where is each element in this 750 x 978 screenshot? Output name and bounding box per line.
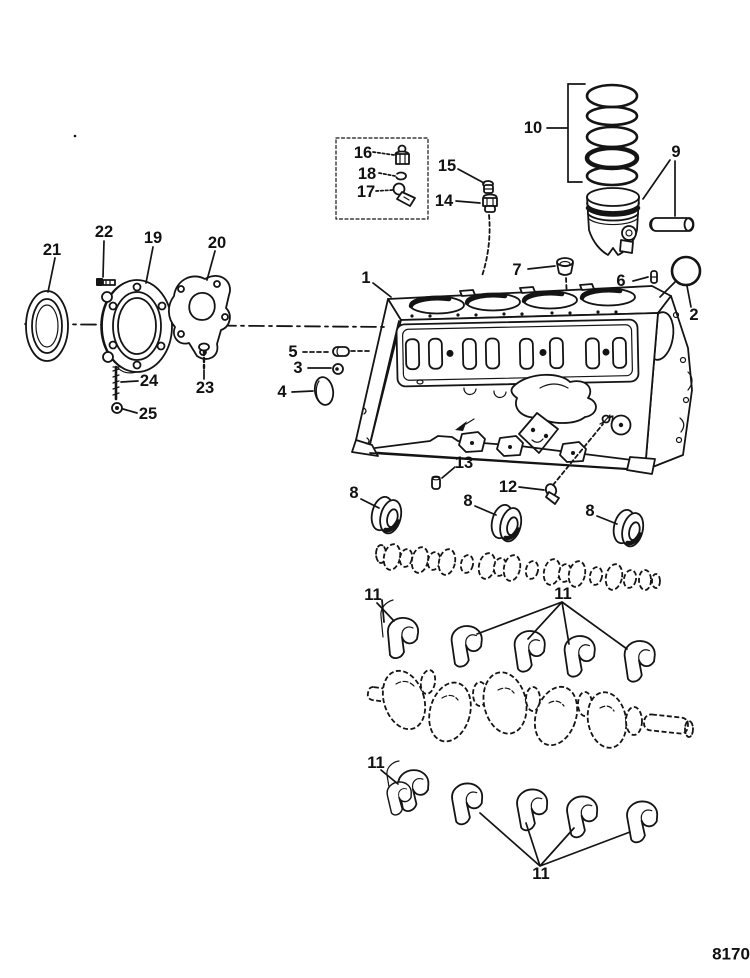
screw-23-drawing xyxy=(198,342,210,370)
engine-block-drawing xyxy=(351,283,693,475)
print-speck xyxy=(73,134,77,138)
callout-18: 18 xyxy=(358,165,376,183)
callout-13: 13 xyxy=(455,454,473,472)
piston-drawing xyxy=(585,187,641,256)
plug-3-drawing xyxy=(332,363,344,375)
leader-9 xyxy=(642,159,676,217)
callout-15: 15 xyxy=(438,157,456,175)
deck-bolt-holes xyxy=(410,310,618,318)
cup-plug-7-drawing xyxy=(556,257,574,276)
bolt-22-drawing xyxy=(96,278,116,286)
fitting-14-drawing xyxy=(482,193,498,213)
callout-11d: 11 xyxy=(532,865,549,883)
drawing-code: 8170 xyxy=(712,945,750,964)
callout-21: 21 xyxy=(43,241,61,259)
fitting-14-location-line xyxy=(481,214,491,277)
callout-11c: 11 xyxy=(367,754,384,772)
callout-23: 23 xyxy=(196,379,214,397)
callout-24: 24 xyxy=(140,372,159,390)
cam-bearing-1 xyxy=(368,495,404,536)
callout-20: 20 xyxy=(208,234,226,252)
callout-2: 2 xyxy=(689,306,698,324)
fitting-17-drawing xyxy=(392,182,416,207)
callout-17: 17 xyxy=(357,183,375,201)
nut-25-drawing xyxy=(111,402,123,414)
callout-5: 5 xyxy=(288,343,297,361)
leader-1 xyxy=(372,282,392,298)
callouts: 16 18 17 15 14 10 9 7 6 2 1 21 22 19 20 … xyxy=(43,119,699,883)
callout-11b: 11 xyxy=(554,585,571,603)
ring-18-drawing xyxy=(395,171,407,181)
fitting-12-drawing xyxy=(544,483,560,505)
lifter-valley-panel xyxy=(395,318,640,388)
pin-6-drawing xyxy=(650,270,658,284)
dowel-5-drawing xyxy=(332,346,350,357)
callout-1: 1 xyxy=(361,269,370,287)
block-bottom-rail xyxy=(369,431,656,475)
tappet-bores xyxy=(404,336,628,371)
camshaft-drawing xyxy=(375,543,661,591)
piston-pin-drawing xyxy=(649,217,695,232)
retainer-gasket-drawing xyxy=(167,274,231,360)
oil-seal-drawing xyxy=(25,290,69,362)
callout-8c: 8 xyxy=(585,502,594,520)
expansion-plug-2-drawing xyxy=(670,255,702,287)
oil-pump-boss xyxy=(510,373,632,454)
callout-14: 14 xyxy=(435,192,454,210)
rear-seal-group xyxy=(24,274,389,414)
callout-10: 10 xyxy=(524,119,542,137)
callout-25: 25 xyxy=(139,405,157,423)
callout-22: 22 xyxy=(95,223,113,241)
cylinder-bores xyxy=(408,287,636,315)
dowel-5-location-line xyxy=(302,350,370,353)
plug-15-drawing xyxy=(482,180,494,194)
callout-12: 12 xyxy=(499,478,517,496)
callout-7: 7 xyxy=(512,261,521,279)
lower-main-bearings xyxy=(384,760,661,844)
callout-9: 9 xyxy=(671,143,680,161)
pin-13-drawing xyxy=(431,475,441,490)
leader-lines xyxy=(47,151,692,867)
crankshaft-drawing xyxy=(366,669,694,749)
front-arrow-icon xyxy=(455,421,467,431)
callout-19: 19 xyxy=(144,229,162,247)
callout-8b: 8 xyxy=(463,492,472,510)
upper-main-bearings xyxy=(380,599,658,683)
seal-retainer-drawing xyxy=(100,279,173,374)
fitting-box-group xyxy=(335,137,429,220)
stud-24-drawing xyxy=(112,365,120,401)
callout-3: 3 xyxy=(293,359,302,377)
callout-6: 6 xyxy=(616,272,625,290)
callout-8a: 8 xyxy=(349,484,358,502)
cam-bearing-3 xyxy=(610,508,646,549)
core-plug-4-drawing xyxy=(313,376,335,406)
callout-11a: 11 xyxy=(364,586,381,604)
callout-16: 16 xyxy=(354,144,372,162)
piston-rings-drawing xyxy=(584,83,640,187)
bracket-10 xyxy=(546,83,586,183)
fitting-16-drawing xyxy=(394,144,410,165)
callout-4: 4 xyxy=(277,383,287,401)
fitting-12-location-line xyxy=(552,423,604,486)
cam-bearing-2 xyxy=(488,503,524,544)
